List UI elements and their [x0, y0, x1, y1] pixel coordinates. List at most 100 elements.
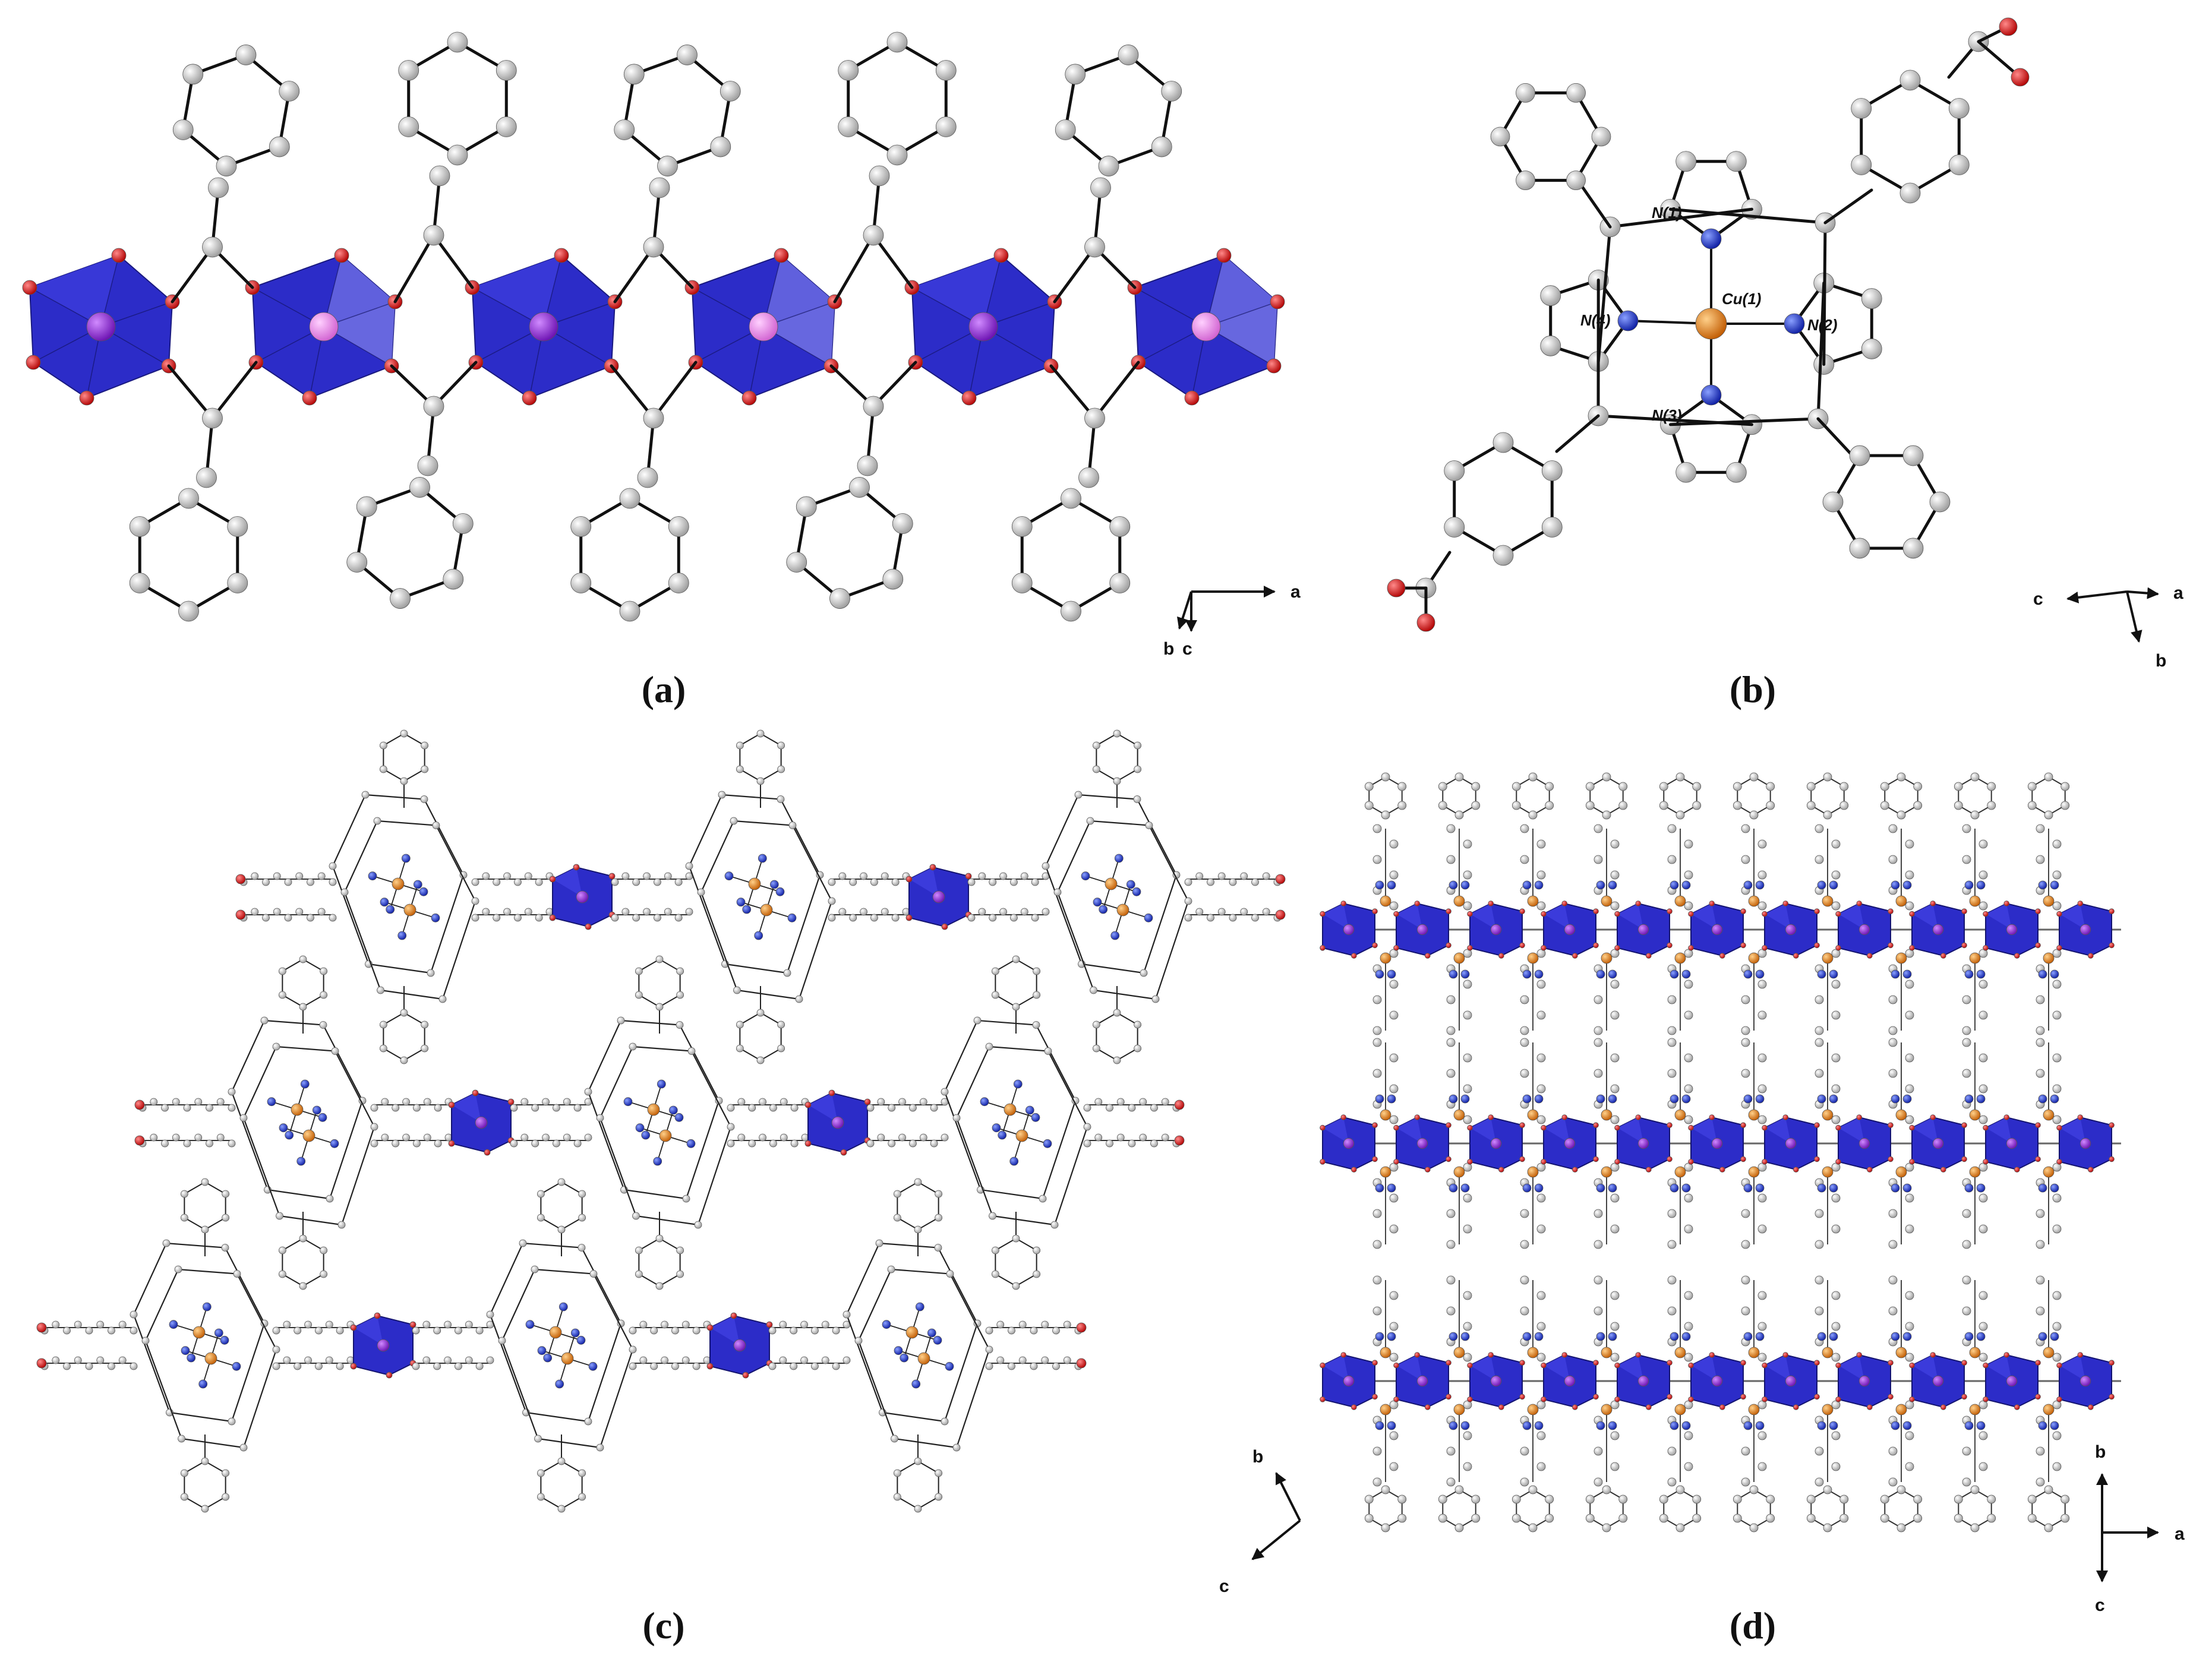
nitrogen-atom	[882, 1320, 891, 1329]
oxygen-atom	[1961, 908, 1967, 914]
carbon-atom	[1684, 979, 1693, 989]
polyhedron-face-light	[2059, 1355, 2085, 1381]
carbon-atom	[150, 1098, 158, 1106]
carbon-atom	[1823, 1523, 1832, 1533]
nitrogen-atom	[2038, 1183, 2047, 1193]
oxygen-atom	[1930, 900, 1936, 906]
nitrogen-atom	[386, 905, 395, 914]
carbon-atom	[829, 588, 850, 609]
carbon-atom	[777, 795, 785, 803]
carbon-atom	[85, 1362, 93, 1370]
carbon-atom	[161, 1139, 169, 1148]
copper-atom	[1822, 1404, 1834, 1415]
carbon-atom	[1118, 45, 1139, 65]
carbon-atom	[842, 1310, 851, 1319]
nitrogen-atom	[232, 1361, 241, 1371]
polyhedron-face-light	[1912, 1355, 1938, 1381]
carbon-atom	[524, 872, 532, 880]
carbon-atom	[617, 1016, 625, 1025]
coordination-octahedron	[1320, 1114, 1378, 1173]
oxygen-atom	[1835, 1159, 1841, 1165]
carbon-atom	[1831, 1010, 1841, 1020]
carbon-atom	[573, 1104, 582, 1112]
carbon-atom	[1757, 901, 1767, 911]
copper-atom	[561, 1352, 574, 1365]
carbon-atom	[1389, 870, 1399, 880]
oxygen-atom	[2056, 1124, 2062, 1131]
carbon-atom	[1849, 538, 1870, 559]
carbon-atom	[914, 1457, 922, 1465]
benzoate-linker	[768, 1356, 851, 1370]
oxygen-atom	[1983, 945, 1989, 951]
carbon-atom	[1602, 810, 1611, 820]
carbon-atom	[537, 1493, 545, 1501]
carbon-atom	[74, 1356, 82, 1364]
carbon-atom	[1052, 1362, 1060, 1370]
porphyrin-pillar	[1593, 824, 1620, 1035]
nitrogen-atom	[1522, 969, 1532, 979]
porphyrin-pillar	[1815, 824, 1841, 1035]
nitrogen-atom	[380, 898, 389, 907]
carbon-atom	[828, 878, 836, 886]
carbon-atom	[655, 955, 664, 963]
nitrogen-atom	[769, 880, 779, 889]
phenyl-ring	[1442, 776, 1476, 816]
carbon-atom	[201, 1505, 209, 1513]
carbon-atom	[1207, 878, 1214, 886]
metal-atom	[1416, 924, 1428, 936]
carbon-atom	[1815, 1240, 1824, 1249]
carbon-atom	[1815, 855, 1824, 864]
nitrogen-atom	[1829, 1183, 1838, 1193]
carbon-atom	[402, 1098, 410, 1106]
nitrogen-atom	[1081, 871, 1090, 881]
carbon-atom	[578, 1214, 586, 1222]
copper-atom	[1527, 1404, 1539, 1415]
carbon-atom	[2052, 1193, 2062, 1203]
carbon-atom	[1905, 839, 1914, 849]
carbon-atom	[1684, 870, 1693, 880]
copper-atom	[1674, 1404, 1686, 1415]
carbon-atom	[1063, 1320, 1071, 1329]
copper-atom	[1969, 1404, 1981, 1415]
polyhedron-face-light	[1470, 903, 1496, 930]
carbon-atom	[336, 1362, 344, 1370]
carbon-atom	[370, 1139, 378, 1148]
carbon-atom	[1536, 1322, 1546, 1331]
carbon-atom	[1364, 1494, 1374, 1504]
carbon-atom	[1757, 979, 1767, 989]
oxygen-atom	[1340, 1352, 1347, 1358]
carbon-atom	[1116, 1098, 1125, 1106]
carbon-atom	[2036, 995, 2045, 1004]
carbon-atom	[2052, 1053, 2062, 1063]
carbon-atom	[1446, 1477, 1456, 1487]
carbon-atom	[228, 1088, 236, 1096]
nitrogen-atom	[198, 1379, 208, 1389]
carbon-atom	[999, 908, 1007, 916]
carbon-atom	[563, 1133, 571, 1142]
nitrogen-atom	[1964, 1183, 1974, 1193]
nitrogen-atom	[933, 1335, 942, 1345]
metal-atom	[1932, 1138, 1944, 1149]
carbon-atom	[692, 1326, 700, 1335]
carbon-atom	[1733, 1494, 1742, 1504]
oxygen-atom	[2077, 900, 2084, 906]
carbon-atom	[278, 991, 286, 999]
coordination-octahedron	[1541, 900, 1599, 959]
carbon-atom	[1446, 1038, 1456, 1047]
oxygen-atom	[1814, 1156, 1820, 1162]
carbon-atom	[1806, 1514, 1816, 1523]
oxygen-atom	[1614, 1396, 1620, 1402]
oxygen-atom	[1719, 953, 1725, 959]
benzoate-linker	[768, 1320, 851, 1335]
carbon-atom	[519, 1239, 527, 1247]
carbon-atom	[1566, 170, 1586, 191]
carbon-atom	[849, 878, 857, 886]
carbon-atom	[780, 1098, 788, 1106]
carbon-atom	[96, 1356, 105, 1364]
coordination-octahedron	[1835, 1114, 1894, 1173]
carbon-atom	[1585, 1514, 1595, 1523]
copper-atom	[1895, 1404, 1907, 1415]
carbon-atom	[891, 914, 900, 922]
carbon-atom	[1766, 1494, 1775, 1504]
oxygen-atom	[573, 864, 580, 871]
